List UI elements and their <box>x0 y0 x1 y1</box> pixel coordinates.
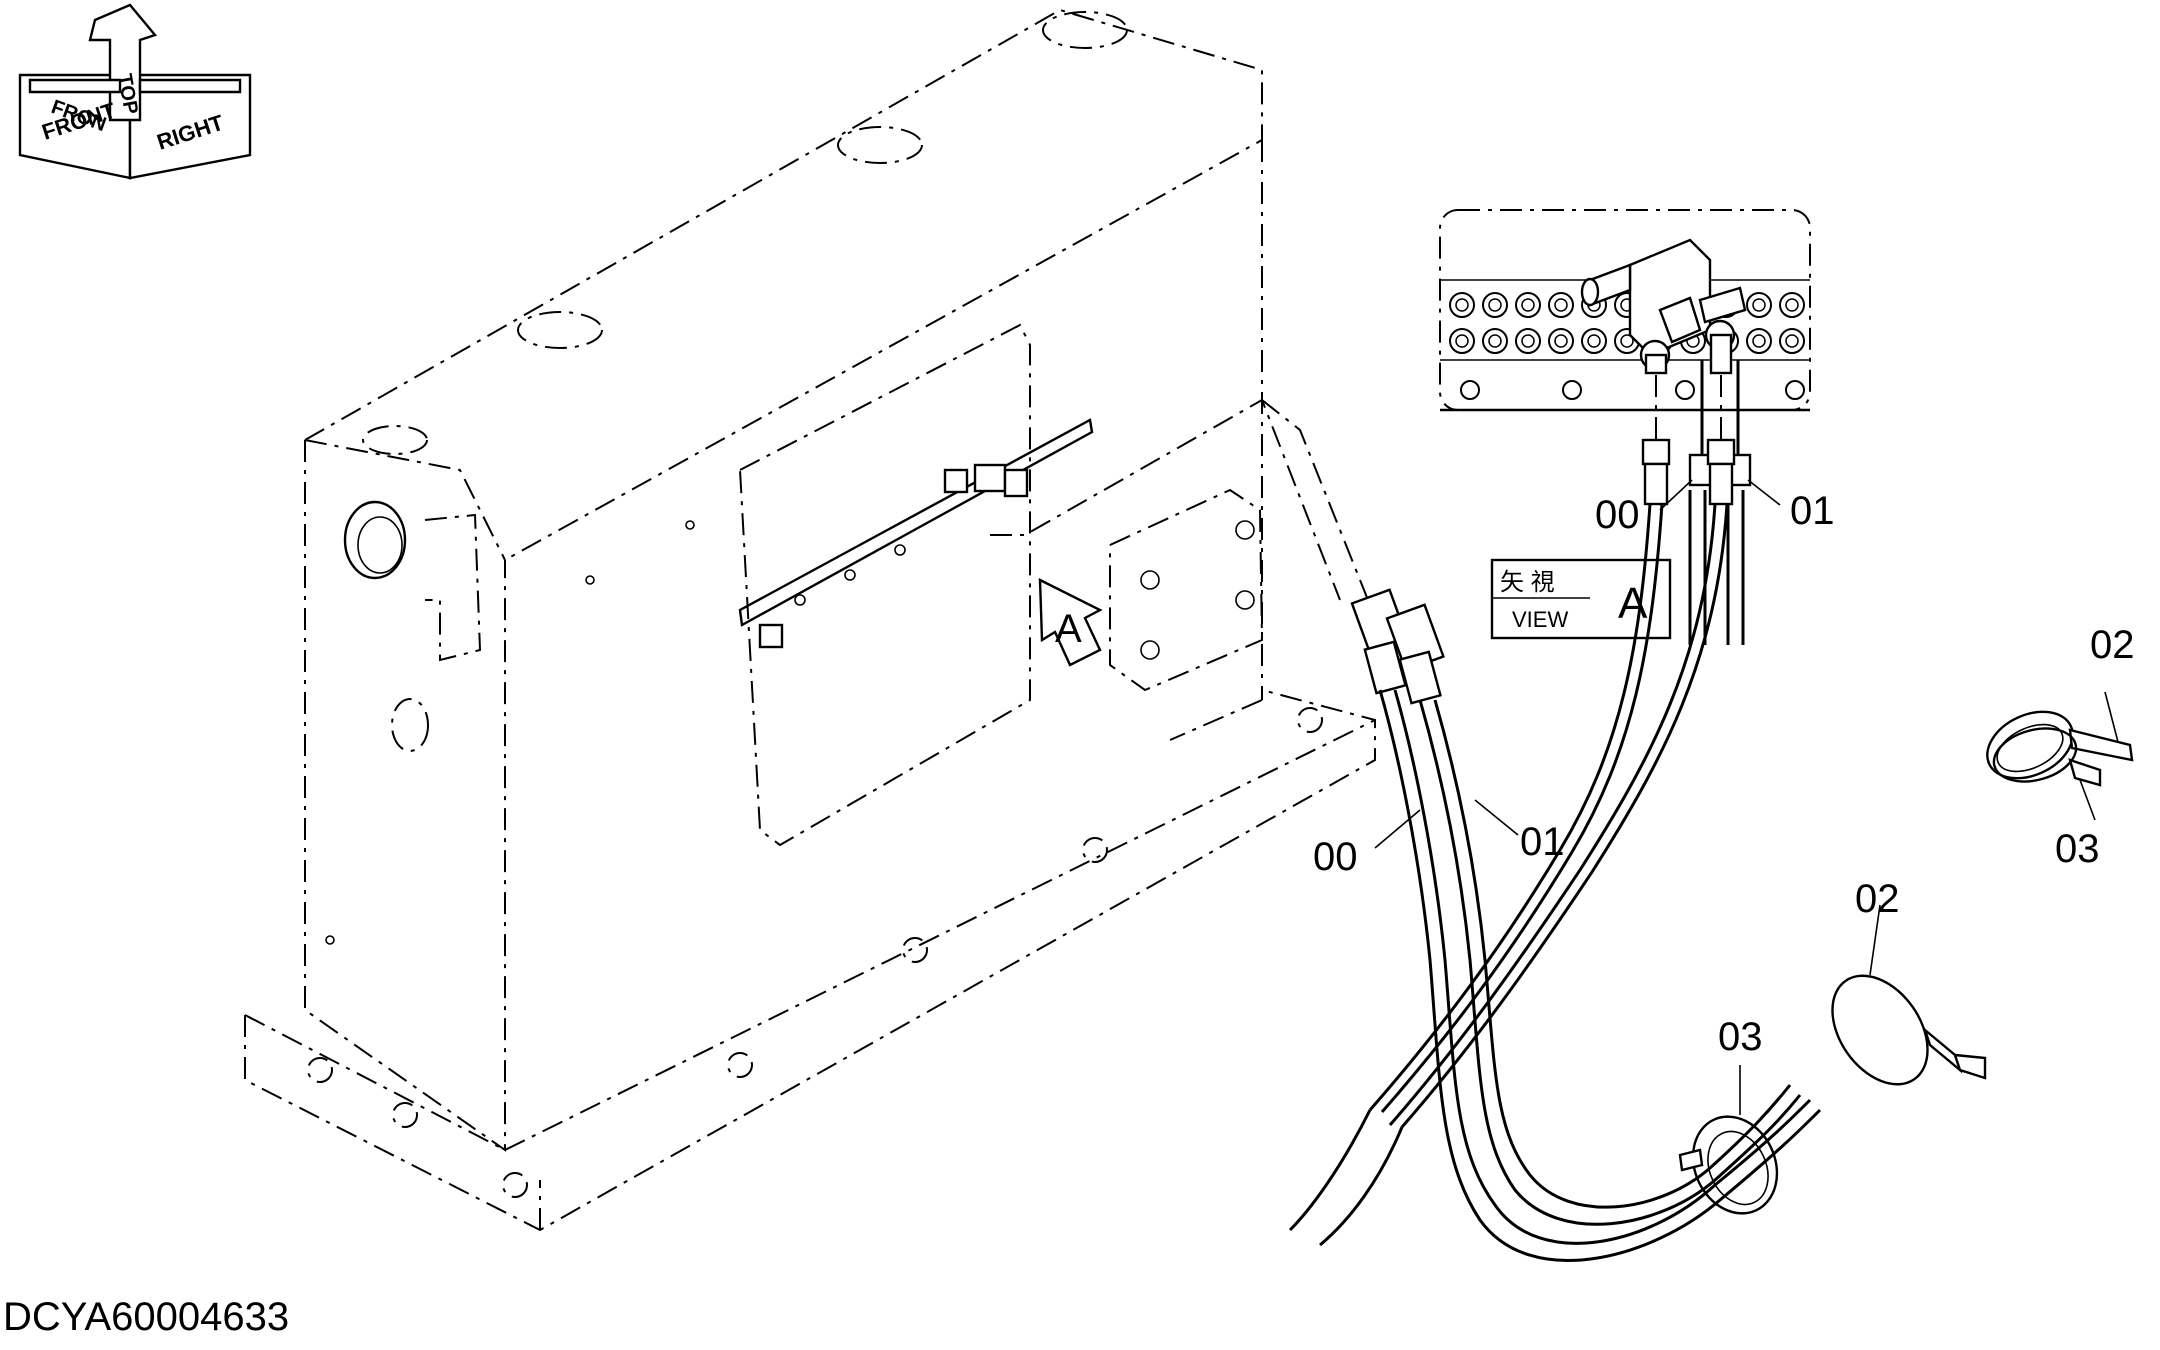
port-fitting <box>1482 328 1508 354</box>
callout-band-03-lower: 03 <box>1718 1015 1763 1059</box>
clamp-lower <box>1831 904 1987 1086</box>
port-fitting-bore <box>1785 298 1799 312</box>
callout-clamp-02-lower: 02 <box>1855 877 1900 921</box>
port-fitting-bore <box>1488 298 1502 312</box>
view-a-ports <box>1449 292 1805 400</box>
port-fitting <box>1746 328 1772 354</box>
port-fitting-bore <box>1752 334 1766 348</box>
main-hose-pair <box>1288 588 1822 1262</box>
drawing-id: DCYA60004633 <box>3 1295 289 1339</box>
callout-main-hose-00: 00 <box>1313 835 1358 879</box>
port-fitting-bore <box>1554 334 1568 348</box>
port-fitting-bore <box>1587 334 1601 348</box>
port-fitting <box>1779 292 1805 318</box>
port-fitting-bore <box>1752 298 1766 312</box>
view-arrow-a: A <box>1038 578 1103 667</box>
view-label-view: VIEW <box>1512 607 1568 632</box>
orientation-indicator: FRONT FRON TOP RIGHT <box>18 3 252 180</box>
port-fitting <box>1548 328 1574 354</box>
callout-clamp-02-upper: 02 <box>2090 623 2135 667</box>
port-fitting <box>1449 328 1475 354</box>
view-label-box: 矢 視 VIEW A <box>1490 558 1672 640</box>
leader-main-hose-01 <box>1474 799 1519 836</box>
port-fitting <box>1581 328 1607 354</box>
mounting-hole <box>1675 380 1695 400</box>
view-label-kanji: 矢 視 <box>1500 569 1555 596</box>
port-fitting-bore <box>1785 334 1799 348</box>
main-frame-phantom <box>244 8 1381 1232</box>
mounting-hole <box>1562 380 1582 400</box>
mounting-hole <box>1460 380 1480 400</box>
view-a-hoses <box>1659 360 1781 645</box>
port-fitting <box>1482 292 1508 318</box>
port-fitting <box>1779 328 1805 354</box>
port-fitting <box>1515 328 1541 354</box>
callout-view-hose-01: 01 <box>1790 489 1835 533</box>
port-fitting-bore <box>1455 334 1469 348</box>
valve-bar <box>738 418 1094 649</box>
callout-view-hose-00: 00 <box>1595 493 1640 537</box>
mounting-hole <box>1785 380 1805 400</box>
port-fitting <box>1515 292 1541 318</box>
port-fitting-bore <box>1455 298 1469 312</box>
port-fitting-bore <box>1620 334 1634 348</box>
pilot-valve <box>1580 238 1747 375</box>
port-fitting-bore <box>1521 298 1535 312</box>
band-lower <box>1678 1065 1779 1215</box>
port-fitting <box>1746 292 1772 318</box>
leader-main-hose-00 <box>1374 809 1421 849</box>
callout-band-03-upper: 03 <box>2055 827 2100 871</box>
clamp-upper <box>1986 691 2134 780</box>
band-upper <box>1992 727 2102 821</box>
callout-main-hose-01: 01 <box>1520 820 1565 864</box>
view-arrow-letter: A <box>1055 607 1082 651</box>
port-fitting-bore <box>1488 334 1502 348</box>
port-fitting-bore <box>1554 298 1568 312</box>
port-fitting <box>1548 292 1574 318</box>
pilot-hose-pair <box>1368 375 1736 1128</box>
port-fitting-bore <box>1521 334 1535 348</box>
port-fitting <box>1449 292 1475 318</box>
